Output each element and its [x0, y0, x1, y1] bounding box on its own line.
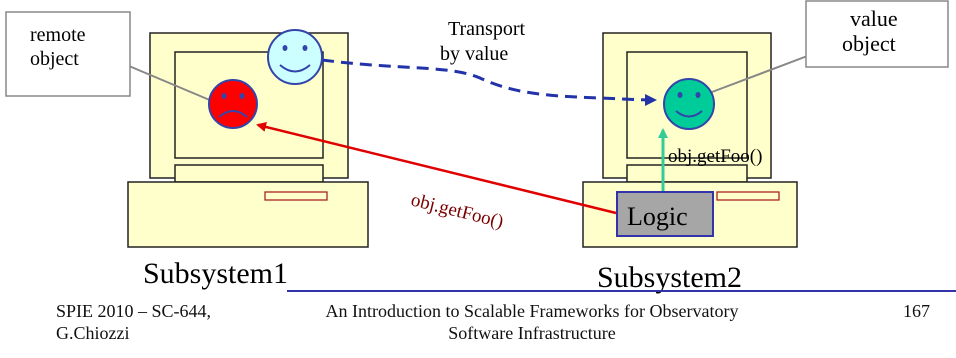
- value-object-smiley-icon: [663, 78, 715, 130]
- transport-arrow: [321, 58, 657, 106]
- stand-2: [626, 164, 748, 183]
- logic-box: Logic: [616, 191, 714, 237]
- stand-1: [174, 164, 324, 183]
- footer-left: SPIE 2010 – SC-644, G.Chiozzi: [56, 300, 276, 344]
- remote-callout-pointer: [128, 65, 213, 102]
- remote-callout-line2: object: [30, 48, 79, 70]
- footer-center-line2: Software Infrastructure: [448, 323, 616, 343]
- remote-object-sad-face-icon: [208, 79, 258, 129]
- drive-slot-1: [264, 191, 328, 201]
- remote-callout-box: [5, 11, 131, 97]
- transported-object-smiley-icon: [267, 29, 323, 85]
- transport-label-line2: by value: [440, 43, 508, 65]
- value-callout-pointer: [711, 54, 811, 93]
- remote-call-label: obj.getFoo(): [409, 189, 506, 232]
- subsystem1-label: Subsystem1: [143, 257, 288, 290]
- value-object-callout: value object: [711, 0, 949, 93]
- subsystem2-label: Subsystem2: [597, 261, 742, 294]
- footer-left-line2: G.Chiozzi: [56, 323, 130, 343]
- remote-callout-line1: remote: [30, 24, 86, 46]
- transport-label-line1: Transport: [448, 18, 525, 40]
- value-callout-box: [805, 0, 949, 68]
- base-1: [127, 181, 369, 248]
- local-call-label: obj.getFoo(): [668, 146, 762, 167]
- footer-center-line1: An Introduction to Scalable Frameworks f…: [325, 301, 739, 321]
- value-callout-line1: value: [850, 6, 898, 31]
- computer-subsystem1: [127, 32, 369, 248]
- remote-object-callout: remote object: [5, 11, 213, 102]
- logic-label: Logic: [627, 202, 688, 231]
- footer-left-line1: SPIE 2010 – SC-644,: [56, 301, 212, 321]
- value-callout-line2: object: [842, 31, 896, 56]
- page-number: 167: [903, 301, 930, 321]
- remote-call-arrow: [256, 122, 617, 215]
- footer-center: An Introduction to Scalable Frameworks f…: [282, 300, 782, 344]
- drive-slot-2: [716, 191, 780, 201]
